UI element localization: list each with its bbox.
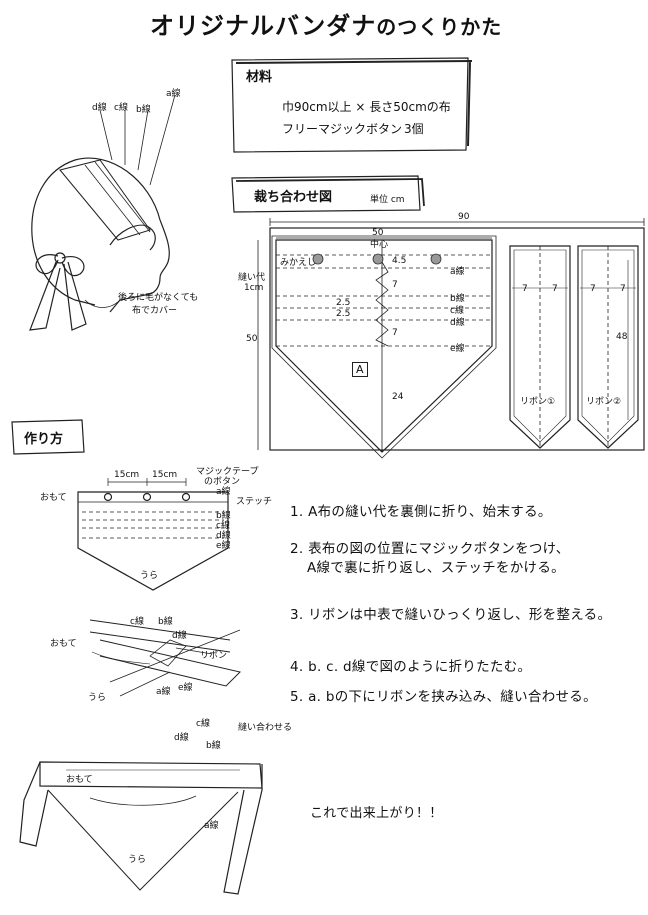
dim-2.5a: 2.5 (336, 298, 351, 308)
fig1-line-d: d線 (216, 531, 231, 541)
head-label-c: c線 (114, 103, 128, 113)
fig1-line-c: c線 (216, 521, 230, 531)
done-text: これで出来上がり！！ (310, 806, 443, 821)
line-d: d線 (450, 318, 465, 328)
step-5: 5. a. bの下にリボンを挟み込み、縫い合わせる。 (290, 689, 597, 705)
line-b: b線 (450, 294, 465, 304)
head-label-d: d線 (92, 103, 107, 113)
dim-90: 90 (458, 212, 470, 222)
dim-4.5: 4.5 (392, 256, 407, 266)
fig3-c: c線 (196, 719, 210, 729)
fig1-line-e: e線 (216, 541, 231, 551)
mikaeshi-label: みかえし (280, 258, 317, 268)
head-note-1: 後ろに毛がなくても (118, 293, 199, 303)
howto-figure-2 (89, 619, 241, 697)
step-3: 3. リボンは中表で縫いひっくり返し、形を整える。 (290, 607, 612, 623)
dim-2.5b: 2.5 (336, 309, 351, 319)
fig3-ura: うら (128, 855, 147, 865)
step-2: 2. 表布の図の位置にマジックボタンをつけ、 (290, 541, 570, 557)
fig2-omote: おもて (50, 639, 77, 649)
head-figure (29, 94, 176, 331)
fig3-sew: 縫い合わせる (238, 723, 293, 733)
fig1-stitch: ステッチ (236, 497, 273, 507)
page-title: オリジナルバンダナのつくりかた (150, 12, 503, 40)
cutting-heading-box (231, 175, 421, 213)
ribbon1-dim-2: 7 (552, 284, 558, 294)
fig2-e: e線 (178, 683, 193, 693)
dim-7a: 7 (392, 280, 398, 290)
materials-line-1: 巾90cm以上 × 長さ50cmの布 (282, 100, 451, 114)
fig1-omote: おもて (40, 493, 67, 503)
howto-figure-3 (19, 761, 263, 895)
materials-qty: 3個 (404, 122, 424, 136)
ribbon1-label: リボン① (520, 397, 556, 407)
line-c: c線 (450, 306, 464, 316)
fig3-a: a線 (204, 821, 219, 831)
fig2-c: c線 (130, 617, 144, 627)
fig3-d: d線 (174, 733, 189, 743)
howto-heading-box (11, 419, 85, 455)
ribbon2-label: リボン② (586, 397, 622, 407)
howto-figure-1 (77, 478, 229, 591)
line-e: e線 (450, 344, 465, 354)
step-2-cont: A線で裏に折り返し、ステッチをかける。 (307, 560, 565, 576)
head-note-2: 布でカバー (132, 306, 178, 316)
fig2-d: d線 (172, 631, 187, 641)
fig1-line-b: b線 (216, 511, 231, 521)
dim-7b: 7 (392, 328, 398, 338)
fig2-ribbon: リボン (200, 651, 228, 661)
ribbon2-dim-1: 7 (590, 284, 596, 294)
fig1-button-2: のボタン (204, 477, 241, 487)
seam-label: 縫い代 (238, 273, 266, 283)
cutting-unit: 単位 cm (370, 195, 405, 205)
fig3-b: b線 (206, 741, 221, 751)
head-label-b: b線 (136, 105, 151, 115)
dim-24: 24 (392, 392, 404, 402)
fig2-a: a線 (156, 687, 171, 697)
piece-a-label: A (352, 362, 368, 377)
materials-line-2: フリーマジックボタン (282, 122, 403, 136)
materials-heading: 材料 (246, 70, 273, 85)
dim-50: 50 (372, 228, 384, 238)
dim-height: 50 (246, 334, 258, 344)
fig2-ura: うら (88, 693, 107, 703)
ribbon1-dim-1: 7 (522, 284, 528, 294)
fig3-omote: おもて (66, 775, 93, 785)
cutting-layout (257, 218, 645, 459)
fig2-b: b線 (158, 617, 173, 627)
cutting-heading: 裁ち合わせ図 (254, 190, 333, 205)
fig1-button: マジックテープ (196, 467, 259, 477)
fig1-line-a: a線 (216, 487, 231, 497)
howto-heading: 作り方 (24, 432, 64, 447)
fig1-ura: うら (140, 571, 159, 581)
center-label: 中心 (370, 240, 389, 250)
ribbon2-dim-2: 7 (620, 284, 626, 294)
ribbon-length: 48 (616, 332, 628, 342)
seam-size: 1cm (244, 283, 264, 293)
line-a: a線 (450, 267, 465, 277)
materials-box (231, 57, 469, 153)
head-label-a: a線 (166, 89, 181, 99)
fig1-spacing-1: 15cm (114, 470, 140, 480)
fig1-spacing-2: 15cm (152, 470, 178, 480)
step-4: 4. b. c. d線で図のように折りたたむ。 (290, 659, 532, 675)
step-1: 1. A布の縫い代を裏側に折り、始末する。 (290, 504, 552, 520)
